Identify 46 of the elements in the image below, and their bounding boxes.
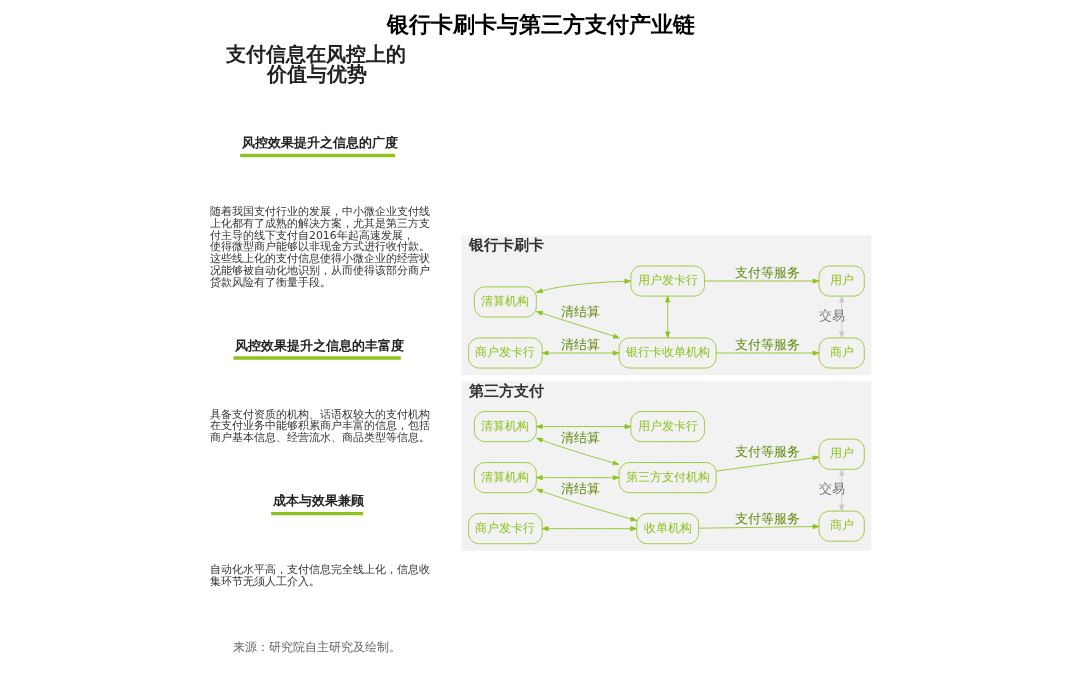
arrow	[698, 524, 819, 530]
node-box: 用户	[818, 438, 865, 470]
label: 具备支付资质的机构、话语权较大的支付机构在支付业务中能够积累商户丰富的信息，包括商户基本信息、经营流水、商品类型等信息。	[209, 407, 430, 445]
edge-label: 清结算	[560, 336, 600, 352]
arrow	[535, 310, 620, 339]
edge-label: 交易	[818, 481, 845, 497]
arrow	[535, 488, 637, 522]
arrow	[715, 350, 819, 356]
arrow	[715, 455, 819, 472]
node-box: 商户	[818, 510, 865, 542]
edge-label: 支付等服务	[734, 443, 800, 459]
label: 支付信息在风控上的价值与优势	[225, 42, 406, 87]
arrow	[541, 350, 619, 356]
node-box: 用户发卡行	[629, 411, 705, 443]
edge-label: 支付等服务	[734, 264, 800, 280]
arrow	[535, 475, 619, 481]
node-box: 用户	[818, 265, 865, 297]
node-box: 清算机构	[473, 462, 537, 494]
arrow	[664, 295, 670, 339]
label: 风控效果提升之信息的广度	[241, 135, 398, 151]
label: 来源：研究院自主研究及绘制。	[232, 640, 401, 655]
label: 自动化水平高，支付信息完全线上化，信息收集环节无须人工介入。	[209, 563, 430, 589]
arrow	[535, 424, 631, 430]
arrow	[541, 526, 637, 532]
edge-label: 支付等服务	[734, 510, 800, 526]
edge-label: 交易	[818, 308, 845, 324]
edge-label: 清结算	[560, 481, 600, 497]
arrow	[535, 278, 631, 294]
node-box: 清算机构	[473, 286, 537, 318]
label: 随着我国支付行业的发展，中小微企业支付线上化都有了成熟的解决方案，尤其是第三方支付主导的线下支付自2016年起高速发展，使得微型商户能够以非现金方式进行收付款。这些线上化的支付信息使得小微企业的经营状况能够被自动化地识别，从而使得该部分商户贷款风险有了衡量手段。	[209, 205, 430, 289]
label: 成本与效果兼顾	[272, 493, 364, 509]
diagram-title: 银行卡刷卡与第三方支付产业链	[386, 11, 695, 37]
node-box: 用户发卡行	[629, 265, 705, 297]
node-box: 收单机构	[635, 513, 699, 545]
edge-label: 清结算	[560, 304, 600, 319]
node-box: 银行卡收单机构	[618, 337, 717, 369]
arrow	[535, 437, 619, 466]
edge-label: 支付等服务	[734, 336, 800, 352]
label: 风控效果提升之信息的丰富度	[234, 337, 404, 353]
node-box: 商户发卡行	[467, 337, 543, 369]
node-box: 商户发卡行	[467, 513, 543, 545]
node-box: 清算机构	[473, 411, 537, 443]
node-box: 商户	[818, 337, 865, 369]
node-box: 第三方支付机构	[618, 462, 717, 494]
edge-label: 清结算	[560, 430, 600, 446]
arrow	[703, 278, 819, 284]
